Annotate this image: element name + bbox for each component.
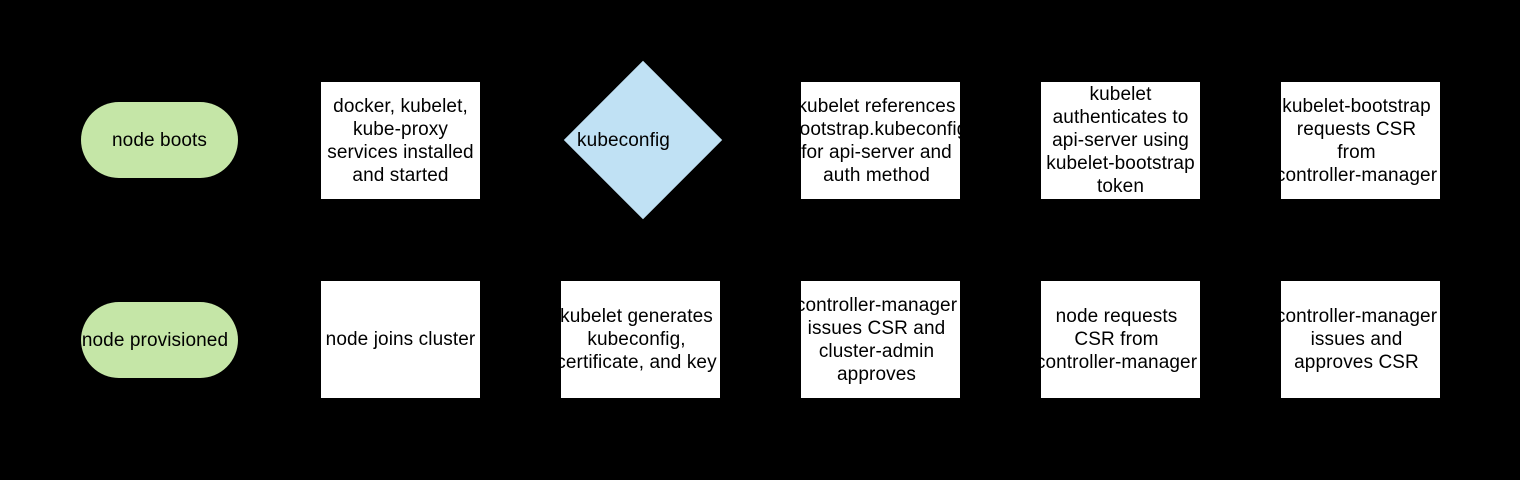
node-label: kubelet generates kubeconfig, certificat… — [556, 306, 717, 373]
node-kubeconfig-decision[interactable]: kubeconfig — [563, 60, 723, 220]
node-cm-issues-approves[interactable]: controller-manager issues and approves C… — [1276, 281, 1440, 398]
node-label: docker, kubelet, kube-proxy services ins… — [327, 95, 474, 186]
node-node-joins-cluster[interactable]: node joins cluster — [321, 281, 480, 398]
node-label: controller-manager issues and approves C… — [1275, 306, 1438, 373]
node-label: controller-manager issues CSR and cluste… — [795, 294, 958, 385]
node-label: kubelet-bootstrap requests CSR from cont… — [1275, 95, 1438, 186]
node-kubelet-references[interactable]: kubelet references bootstrap.kubeconfig … — [789, 82, 967, 199]
node-label: kubelet authenticates to api-server usin… — [1046, 84, 1195, 197]
node-services-installed[interactable]: docker, kubelet, kube-proxy services ins… — [321, 82, 480, 199]
node-label: node requests CSR from controller-manage… — [1035, 306, 1198, 373]
node-label: node boots — [111, 129, 208, 151]
node-node-boots[interactable]: node boots — [81, 102, 238, 178]
node-label: node provisioned — [81, 329, 229, 351]
node-node-provisioned[interactable]: node provisioned — [81, 302, 238, 378]
node-label: node joins cluster — [325, 329, 476, 350]
node-label: kubelet references bootstrap.kubeconfig … — [789, 95, 968, 186]
node-cm-issues-csr[interactable]: controller-manager issues CSR and cluste… — [796, 281, 960, 398]
node-kubelet-generates[interactable]: kubelet generates kubeconfig, certificat… — [556, 281, 720, 398]
node-bootstrap-requests-csr[interactable]: kubelet-bootstrap requests CSR from cont… — [1276, 82, 1440, 199]
node-kubelet-authenticates[interactable]: kubelet authenticates to api-server usin… — [1041, 82, 1200, 199]
node-label: kubeconfig — [577, 129, 670, 151]
node-node-requests-csr[interactable]: node requests CSR from controller-manage… — [1036, 281, 1200, 398]
